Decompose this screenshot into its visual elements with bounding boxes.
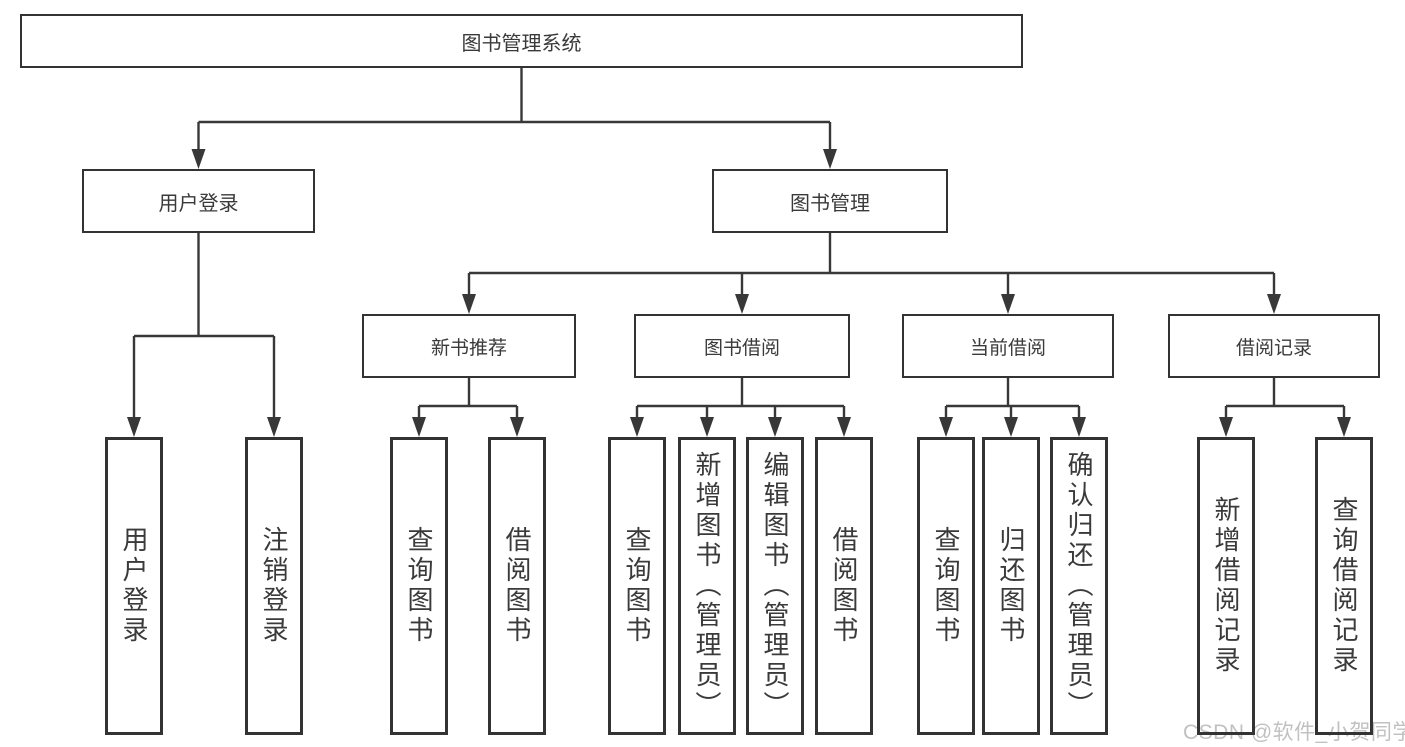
node-label: 归还图书 [996,526,1026,646]
connector-book-management-branch [467,233,1276,299]
leaf-bb-borrow-books: 借阅图书 [815,437,873,735]
leaf-bb-edit-books-admin: 编辑图书（管理员） [746,437,804,735]
arrowhead [1267,294,1281,314]
connector-borrowing-records-branch [1224,378,1346,422]
arrowhead [700,417,714,437]
node-label: 注销登录 [259,526,289,646]
node-label: 借阅图书 [502,526,532,646]
leaf-cb-query-books: 查询图书 [917,437,975,735]
node-label: 查询图书 [404,526,434,646]
node-label: 用户登录 [119,526,149,646]
leaf-br-add-record: 新增借阅记录 [1197,437,1255,735]
connector-book-borrowing-branch [635,378,846,422]
node-label: 图书管理 [790,192,870,215]
arrowhead [768,417,782,437]
leaf-nb-query-books: 查询图书 [390,437,448,735]
leaf-bb-add-books-admin: 新增图书（管理员） [678,437,736,735]
arrowhead [191,149,206,169]
leaf-bb-query-books: 查询图书 [608,437,666,735]
node-label: 用户登录 [158,192,239,215]
leaf-user-login: 用户登录 [105,437,163,735]
node-label: 借阅记录 [1235,337,1312,359]
node-label: 当前借阅 [969,337,1046,359]
arrowhead [1219,417,1233,437]
arrowhead [267,417,281,437]
node-book-management: 图书管理 [712,169,948,233]
arrowhead [510,417,524,437]
arrowhead [823,149,837,169]
leaf-logout: 注销登录 [245,437,303,735]
node-label: 编辑图书（管理员） [760,451,790,721]
arrowhead [735,294,749,314]
node-label: 借阅图书 [829,526,859,646]
connector-new-book-branch [417,378,519,422]
node-label: 图书借阅 [703,337,780,359]
node-new-book-recommend: 新书推荐 [362,314,576,378]
connector-current-borrowing-branch [944,378,1081,422]
connector-root-to-level2 [197,68,832,154]
watermark-text: CSDN @软件_小贺同学 [1183,721,1405,744]
node-label: 查询图书 [622,526,652,646]
arrowhead [412,417,426,437]
arrowhead [630,417,644,437]
node-book-borrowing: 图书借阅 [634,314,850,378]
node-label: 新书推荐 [430,337,507,359]
node-borrowing-records: 借阅记录 [1168,314,1380,378]
node-label: 查询图书 [931,526,961,646]
leaf-cb-confirm-return-admin: 确认归还（管理员） [1050,437,1108,735]
node-label: 新增图书（管理员） [692,451,722,721]
node-root: 图书管理系统 [20,14,1023,68]
node-label: 新增借阅记录 [1211,496,1241,676]
arrowhead [462,294,476,314]
arrowhead [1001,294,1015,314]
node-current-borrowing: 当前借阅 [902,314,1114,378]
node-label: 查询借阅记录 [1329,496,1359,676]
arrowhead [837,417,851,437]
arrowhead [127,417,141,437]
node-label: 图书管理系统 [461,32,582,55]
arrowhead [1072,417,1086,437]
leaf-cb-return-books: 归还图书 [982,437,1040,735]
node-user-login: 用户登录 [82,169,315,233]
leaf-nb-borrow-books: 借阅图书 [488,437,546,735]
node-label: 确认归还（管理员） [1064,451,1094,721]
arrowhead [1337,417,1351,437]
connector-user-login-branch [132,233,276,422]
leaf-br-query-record: 查询借阅记录 [1315,437,1373,735]
arrowhead [939,417,953,437]
arrowhead [1004,417,1018,437]
